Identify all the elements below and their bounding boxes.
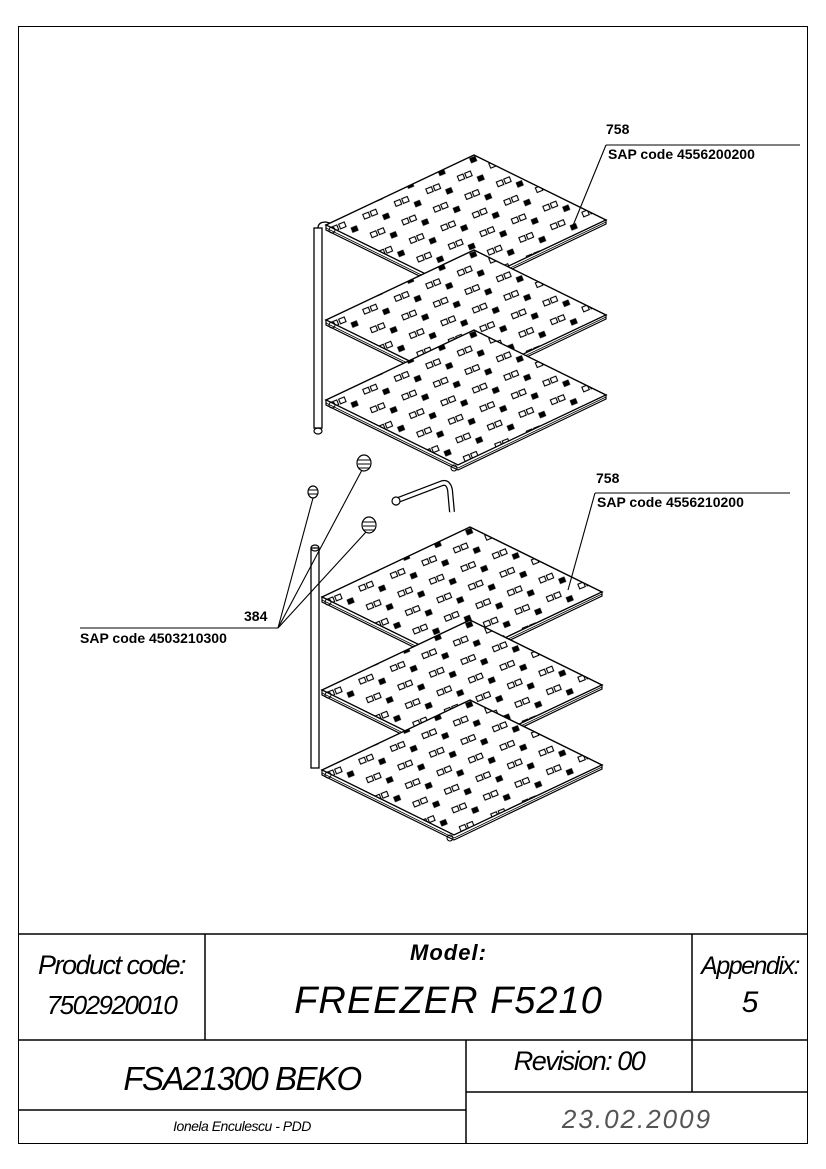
revision-label: Revision: 00 <box>513 1046 646 1076</box>
drawing-sheet-border <box>18 26 808 1144</box>
product-name: FSA21300 BEKO <box>123 1060 362 1097</box>
bottom-shelf-sap-code: SAP code 4556210200 <box>597 494 744 510</box>
lower-shelf-assembly <box>310 479 603 842</box>
model-label: Model: <box>410 940 487 965</box>
upper-shelf-assembly <box>313 154 607 472</box>
author-name: Ionela Enculescu - PDD <box>173 1118 311 1134</box>
top-shelf-sap-code: SAP code 4556200200 <box>608 146 755 162</box>
top-shelf-position-number: 758 <box>606 121 630 137</box>
plug-parts <box>307 454 377 534</box>
plug-sap-code: SAP code 4503210300 <box>80 630 227 646</box>
appendix-value: 5 <box>741 986 759 1019</box>
bottom-shelf-position-number: 758 <box>596 470 620 486</box>
product-code-label: Product code: <box>37 950 187 980</box>
plug-position-number: 384 <box>244 608 268 624</box>
revision-date: 23.02.2009 <box>561 1104 713 1134</box>
appendix-label: Appendix: <box>701 952 800 980</box>
leader-lines <box>80 144 800 629</box>
product-code-value: 7502920010 <box>46 990 178 1020</box>
model-value: FREEZER F5210 <box>294 980 603 1022</box>
